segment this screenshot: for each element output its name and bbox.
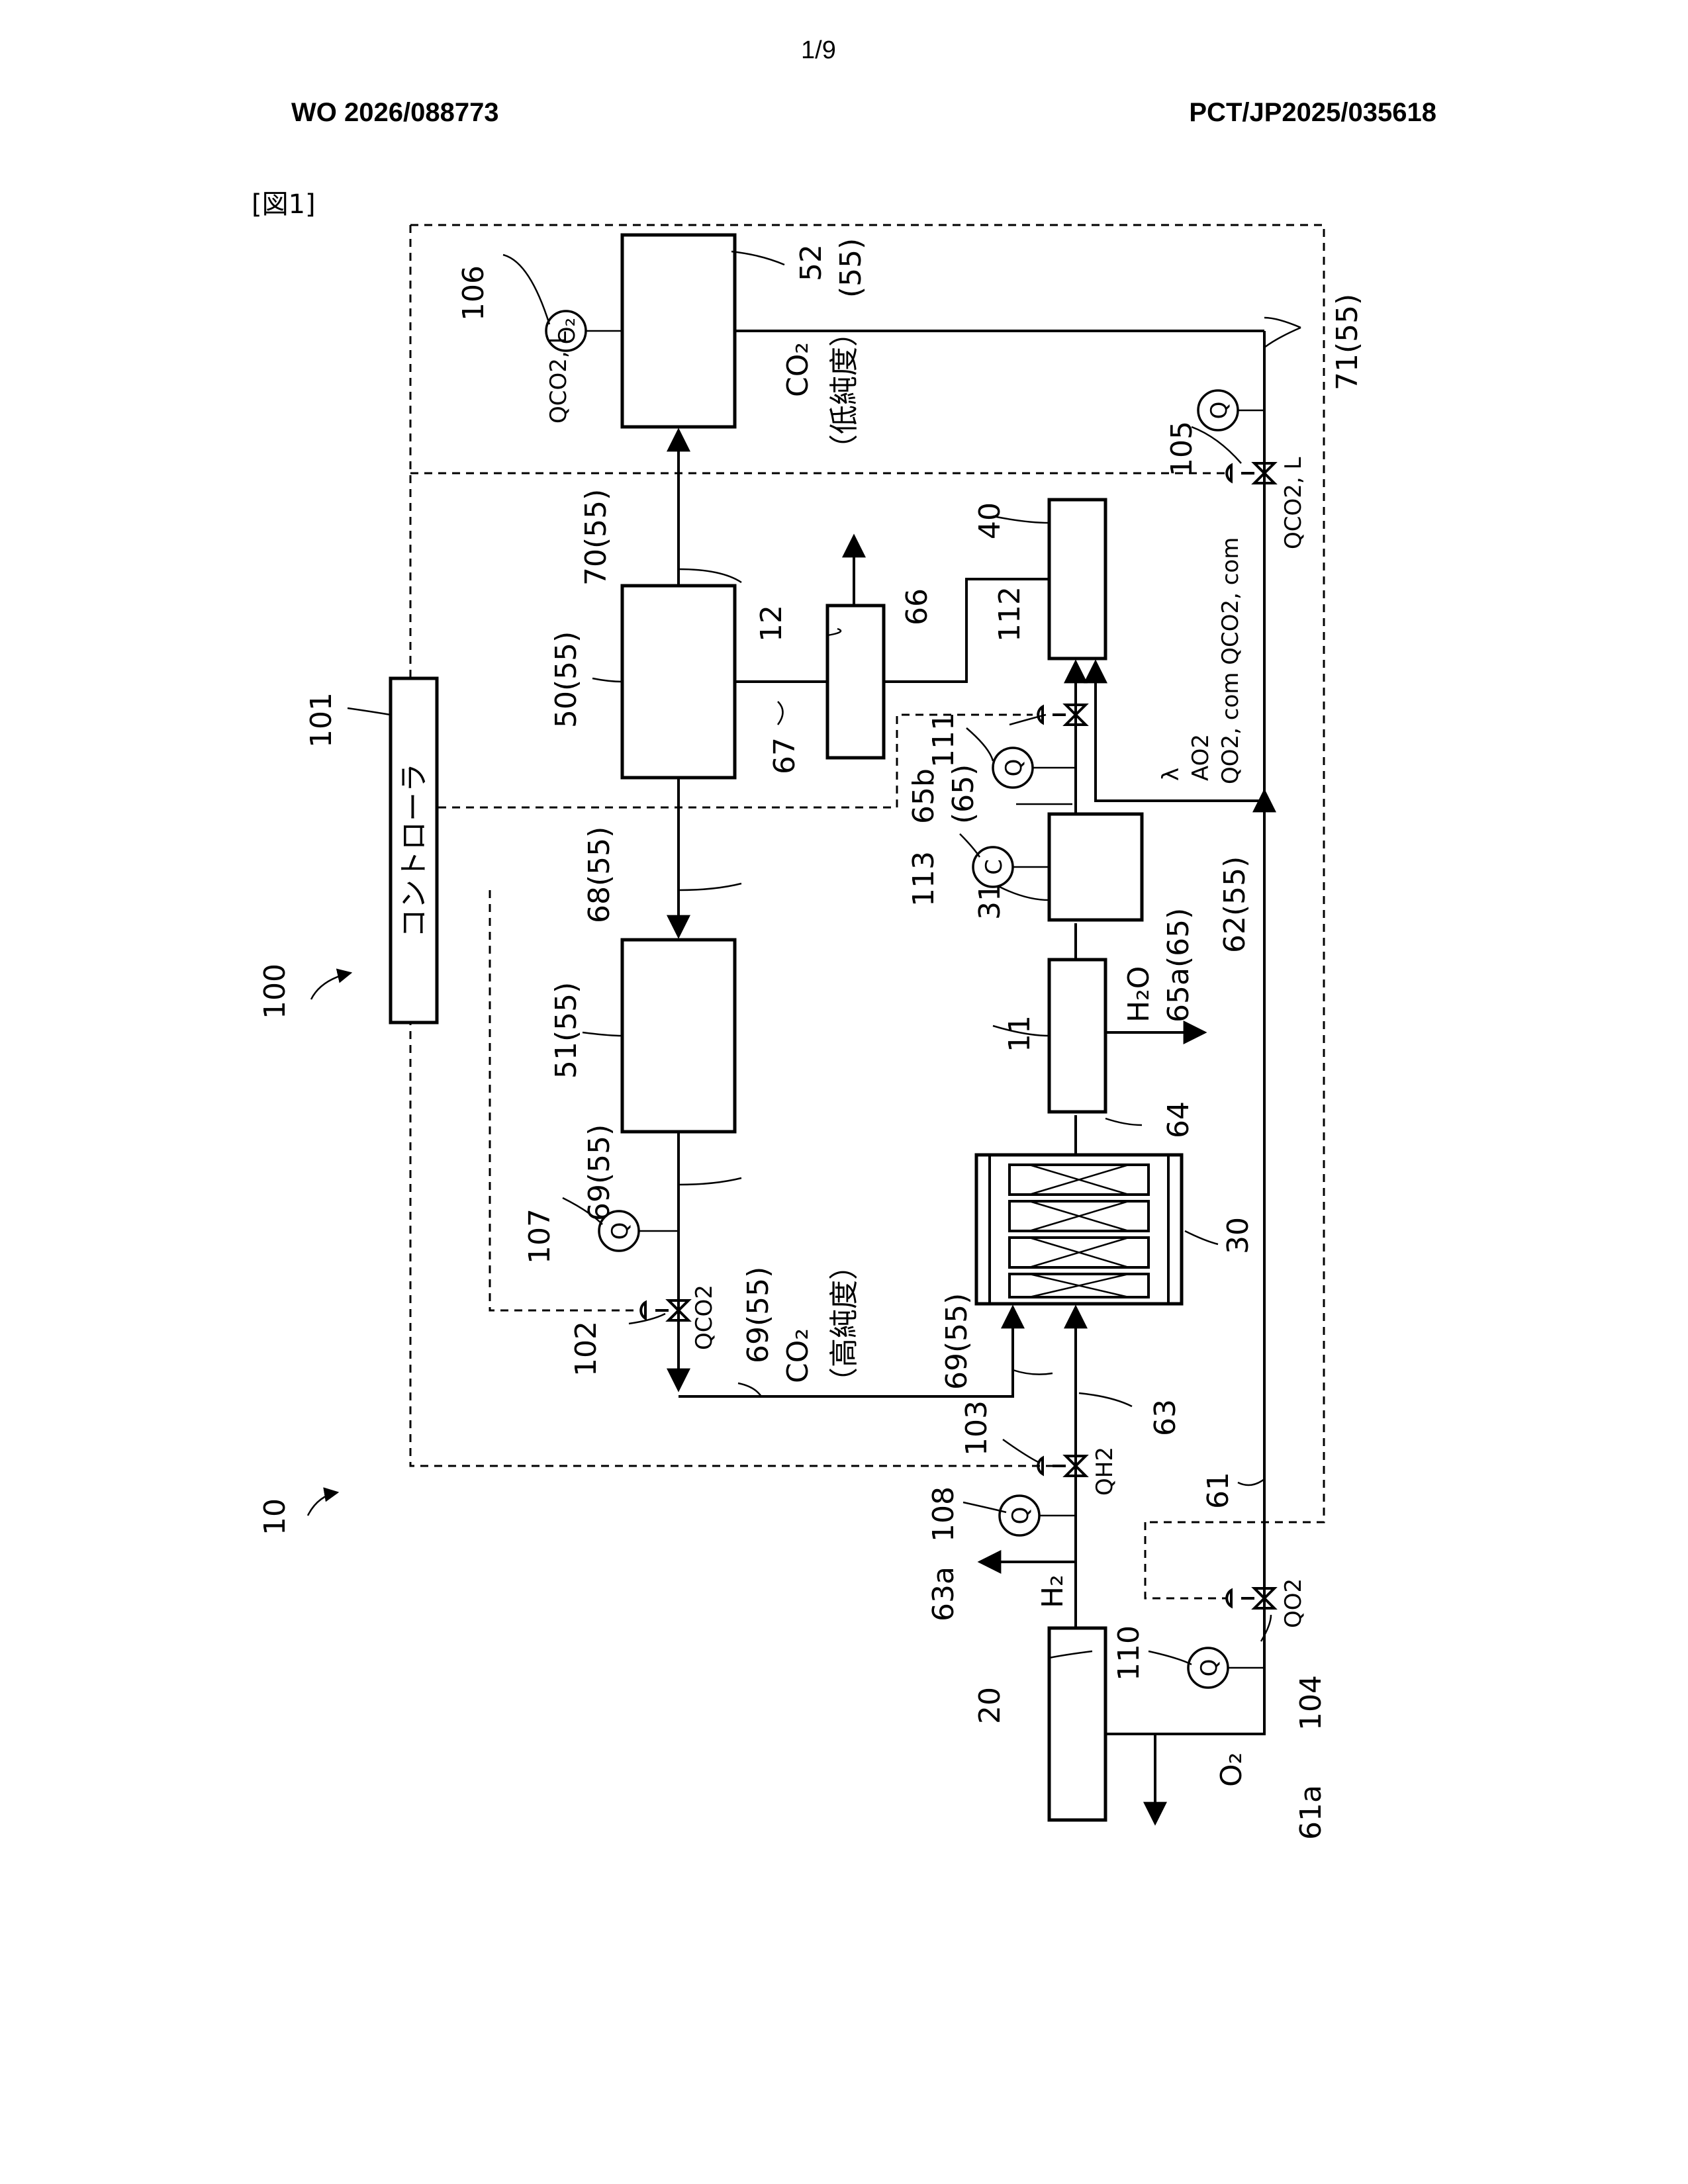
ref-31: 31 <box>973 883 1007 920</box>
valve-105 <box>1227 463 1274 483</box>
svg-text:Q: Q <box>1196 1659 1223 1677</box>
label-q-co2: QCO2 <box>691 1285 718 1350</box>
ref-66: 66 <box>900 588 934 625</box>
valve-103 <box>1038 1456 1086 1476</box>
valve-104 <box>1227 1588 1274 1608</box>
ref-113: 113 <box>907 851 941 907</box>
unit-31 <box>1049 814 1142 920</box>
unit-12 <box>827 606 884 758</box>
unit-50 <box>622 586 735 778</box>
ref-108: 108 <box>927 1486 961 1542</box>
ref-52b: (55) <box>834 238 868 298</box>
label-co2-high: CO₂ <box>781 1328 815 1383</box>
ref-65b: 65b <box>907 768 941 824</box>
ref-apparatus: 100 <box>258 964 292 1019</box>
ref-111: 111 <box>927 712 961 768</box>
reactor-30 <box>976 1155 1182 1304</box>
ref-68: 68(55) <box>583 827 616 923</box>
ref-11: 11 <box>1003 1015 1037 1052</box>
ref-system-arrow <box>308 1492 338 1516</box>
ref-64: 64 <box>1162 1101 1196 1138</box>
label-q-co2-l-right: QCO2, L <box>1280 457 1307 549</box>
label-q-co2-l-top: QCO2, L <box>545 331 572 424</box>
valve-102 <box>641 1300 688 1320</box>
ref-112: 112 <box>993 586 1027 642</box>
ref-105: 105 <box>1165 421 1199 477</box>
ref-71: 71(55) <box>1331 294 1364 390</box>
label-h2: H₂ <box>1036 1574 1070 1608</box>
ref-67: 67 <box>768 737 802 774</box>
ref-102: 102 <box>569 1321 603 1377</box>
label-co2-high-note: （高純度） <box>827 1251 861 1396</box>
unit-51 <box>622 940 735 1132</box>
label-o2: O₂ <box>1215 1752 1248 1787</box>
label-co2-low-note: （低純度） <box>827 318 861 463</box>
sensor-113: C <box>973 847 1049 887</box>
control-line-104 <box>1145 1522 1228 1598</box>
ref-52: 52 <box>794 244 828 281</box>
ref-20: 20 <box>973 1687 1007 1724</box>
ref-12: 12 <box>755 605 788 642</box>
ref-40: 40 <box>973 502 1007 539</box>
ref-70: 70(55) <box>579 489 613 586</box>
svg-text:Q: Q <box>1008 1507 1034 1525</box>
svg-text:Q: Q <box>1001 759 1027 777</box>
ref-63a: 63a <box>927 1567 961 1621</box>
ref-62: 62(55) <box>1218 856 1252 953</box>
ref-65a: 65a(65) <box>1162 908 1196 1023</box>
unit-52 <box>622 235 735 427</box>
ref-apparatus-arrow <box>311 973 351 999</box>
ref-69a: 69(55) <box>583 1124 616 1221</box>
ref-51: 51(55) <box>549 982 583 1079</box>
label-lambda: λ <box>1158 768 1184 781</box>
ref-103: 103 <box>960 1400 994 1456</box>
svg-text:C: C <box>981 859 1008 875</box>
sensor-108: Q <box>1000 1496 1076 1535</box>
ref-107: 107 <box>523 1208 557 1264</box>
label-q-o2: QO2 <box>1280 1578 1307 1628</box>
ref-61: 61 <box>1201 1472 1235 1509</box>
sensor-111: Q <box>993 748 1076 788</box>
ref-110: 110 <box>1112 1625 1146 1681</box>
sensor-110: Q <box>1188 1648 1264 1688</box>
label-q-h2: QH2 <box>1092 1447 1118 1496</box>
label-co2-low: CO₂ <box>781 342 815 397</box>
label-h2o: H₂O <box>1122 966 1156 1023</box>
sensor-105-q: Q <box>1198 390 1264 430</box>
ref-61a: 61a <box>1294 1785 1328 1840</box>
ref-65b2: (65) <box>947 764 980 824</box>
line-61 <box>1105 1684 1264 1734</box>
controller-label: コントローラ <box>397 763 431 938</box>
svg-text:Q: Q <box>1206 402 1233 420</box>
ref-controller: 101 <box>305 692 338 748</box>
ref-system: 10 <box>258 1498 292 1535</box>
label-a-o2: AO2 <box>1188 734 1214 781</box>
ref-104: 104 <box>1294 1675 1328 1731</box>
unit-11 <box>1049 960 1105 1112</box>
ref-63: 63 <box>1149 1399 1182 1436</box>
ref-106: 106 <box>457 265 491 321</box>
ref-50: 50(55) <box>549 631 583 728</box>
unit-40 <box>1049 500 1105 659</box>
ref-30: 30 <box>1221 1217 1255 1254</box>
ref-69b: 69(55) <box>741 1267 775 1363</box>
label-q-o2-com: QO2, com QCO2, com <box>1217 537 1244 784</box>
svg-text:Q: Q <box>607 1222 633 1240</box>
ref-69c: 69(55) <box>940 1293 974 1390</box>
